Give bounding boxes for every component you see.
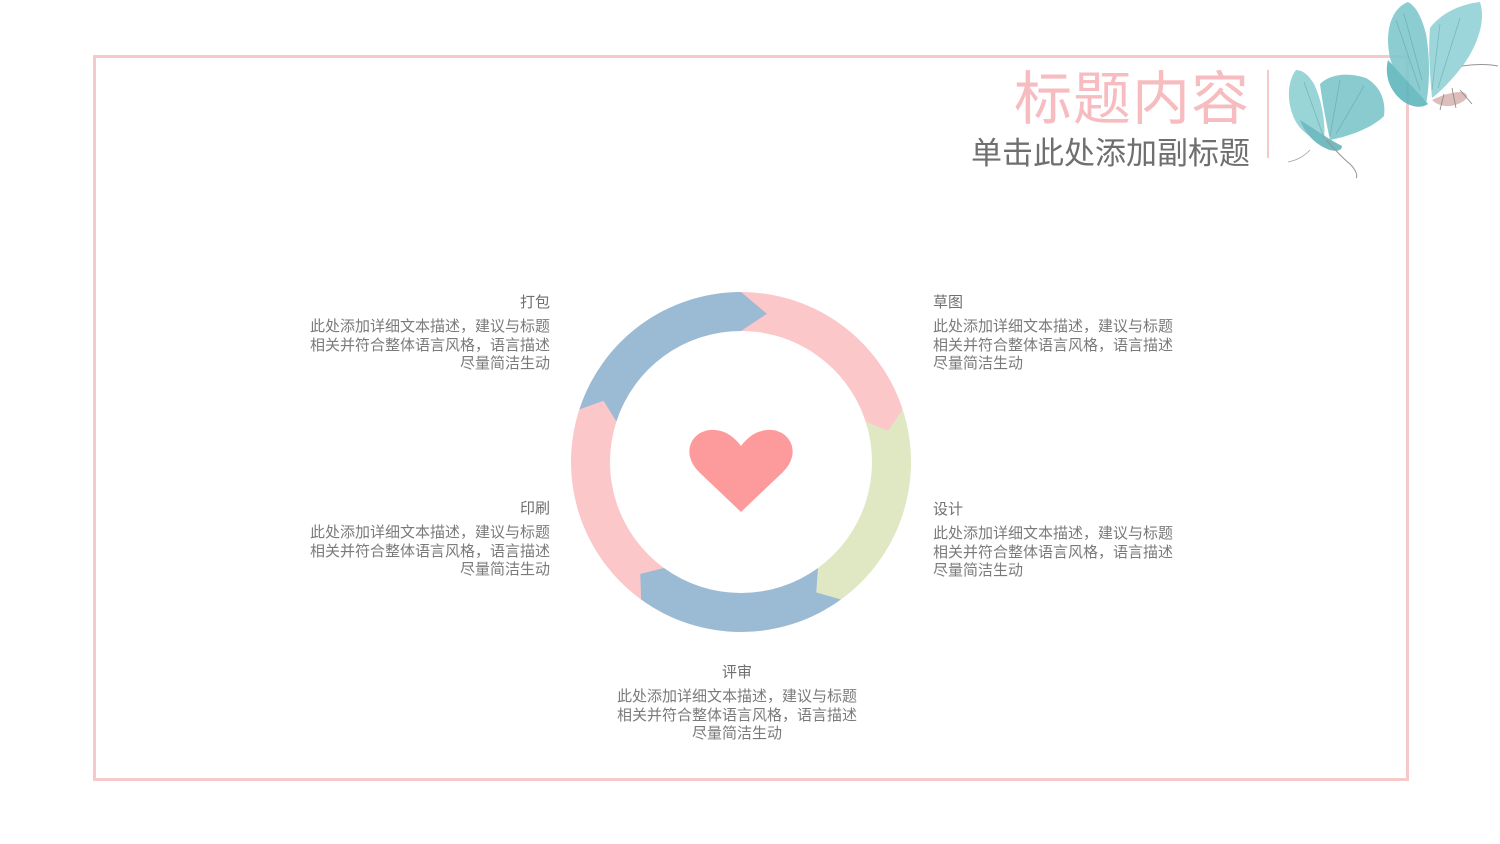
step-label-review: 评审: [721, 663, 752, 681]
step-desc-design: 此处添加详细文本描述，建议与标题相关并符合整体语言风格，语言描述尽量简洁生动: [933, 524, 1174, 579]
step-label-pack: 打包: [519, 293, 550, 311]
heart-icon: [689, 429, 793, 512]
arrow-segment-print: [571, 391, 664, 600]
step-label-print: 印刷: [519, 499, 550, 517]
arrow-segment-pack: [579, 292, 767, 422]
title-divider: [1267, 70, 1269, 158]
arrow-segment-review: [632, 566, 841, 632]
arrow-segment-sketch: [735, 291, 903, 441]
step-label-design: 设计: [933, 500, 964, 518]
step-desc-sketch: 此处添加详细文本描述，建议与标题相关并符合整体语言风格，语言描述尽量简洁生动: [933, 317, 1174, 372]
step-label-sketch: 草图: [933, 293, 964, 311]
slide-title[interactable]: 标题内容: [1013, 65, 1250, 133]
arrow-segment-design: [807, 409, 911, 600]
cycle-diagram: [571, 291, 911, 632]
step-desc-pack: 此处添加详细文本描述，建议与标题相关并符合整体语言风格，语言描述尽量简洁生动: [309, 317, 550, 372]
slide-frame: [93, 55, 1409, 781]
step-item-pack[interactable]: 打包 此处添加详细文本描述，建议与标题相关并符合整体语言风格，语言描述尽量简洁生…: [300, 292, 550, 373]
slide-subtitle[interactable]: 单击此处添加副标题: [971, 136, 1250, 172]
step-desc-review: 此处添加详细文本描述，建议与标题相关并符合整体语言风格，语言描述尽量简洁生动: [616, 687, 857, 742]
step-item-design[interactable]: 设计 此处添加详细文本描述，建议与标题相关并符合整体语言风格，语言描述尽量简洁生…: [933, 499, 1183, 580]
step-item-print[interactable]: 印刷 此处添加详细文本描述，建议与标题相关并符合整体语言风格，语言描述尽量简洁生…: [300, 498, 550, 579]
step-desc-print: 此处添加详细文本描述，建议与标题相关并符合整体语言风格，语言描述尽量简洁生动: [309, 523, 550, 578]
step-item-sketch[interactable]: 草图 此处添加详细文本描述，建议与标题相关并符合整体语言风格，语言描述尽量简洁生…: [933, 292, 1183, 373]
step-item-review[interactable]: 评审 此处添加详细文本描述，建议与标题相关并符合整体语言风格，语言描述尽量简洁生…: [612, 662, 862, 743]
butterflies-icon: [1287, 2, 1499, 179]
